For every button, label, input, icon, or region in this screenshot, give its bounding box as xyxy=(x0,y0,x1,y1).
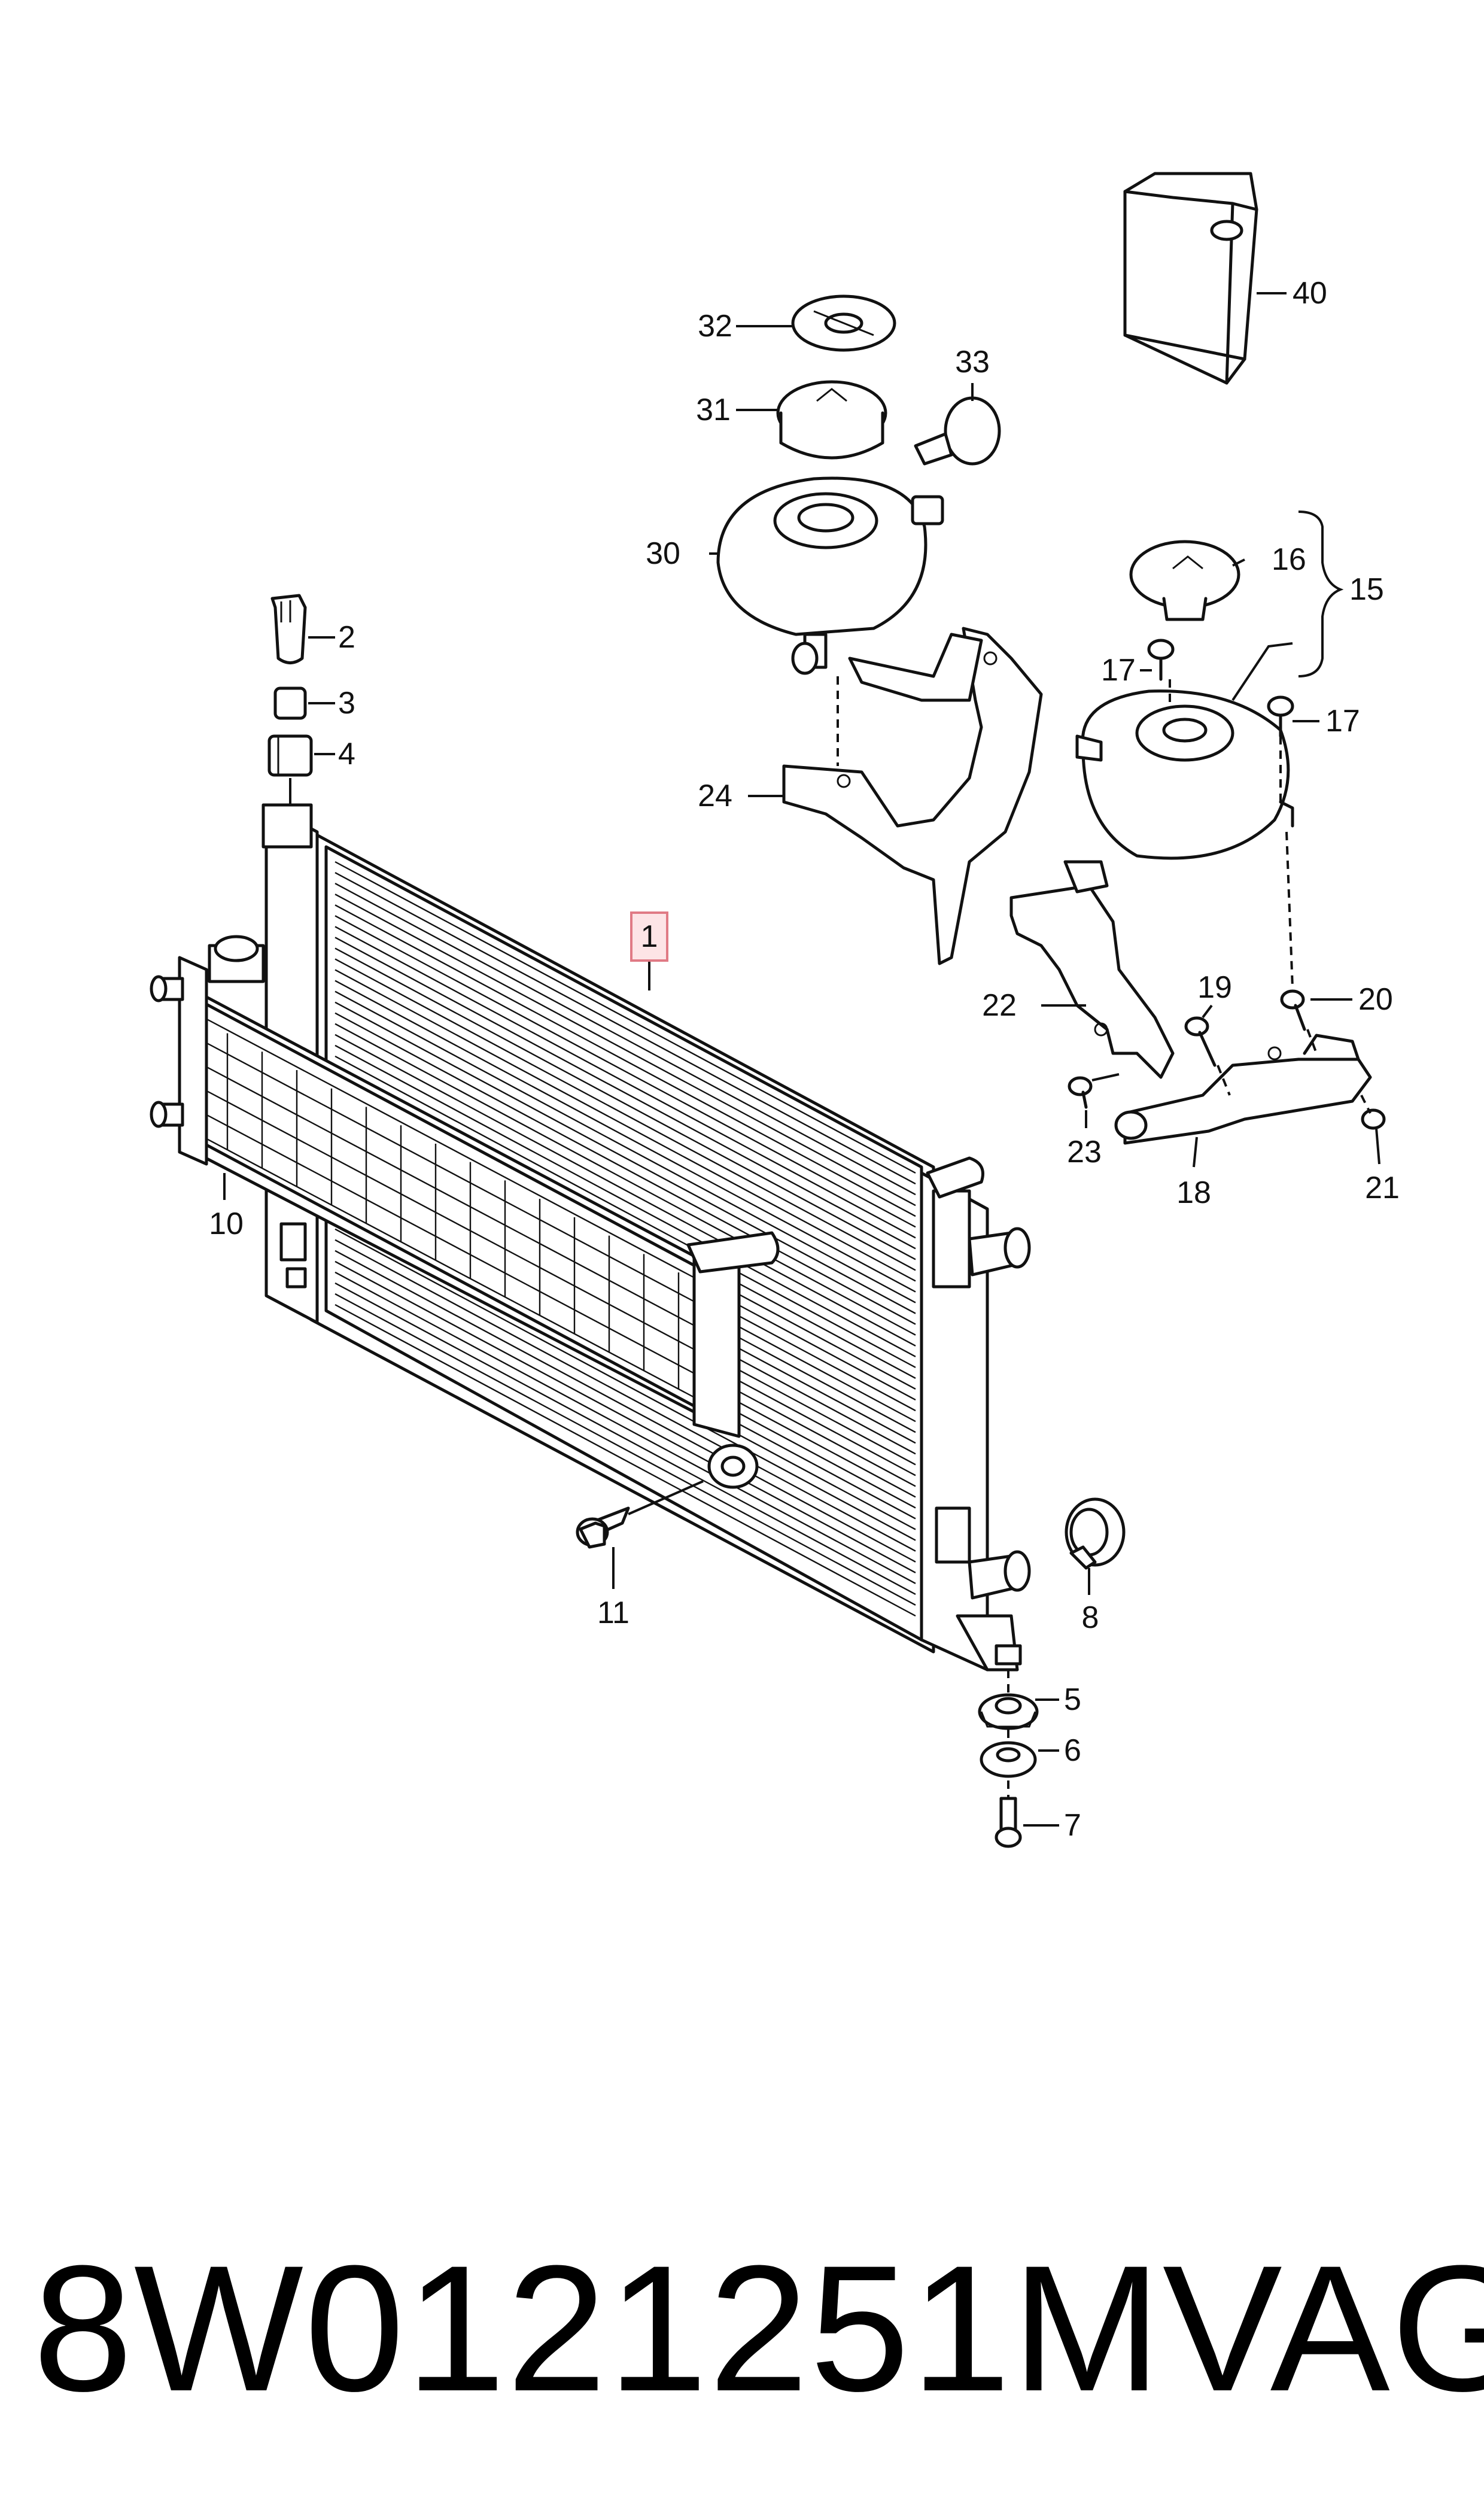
callout-15: 15 xyxy=(1349,572,1384,607)
bolt-part-20 xyxy=(1280,989,1318,1054)
radiator-fin-line xyxy=(334,1055,916,1368)
screw-part-17 xyxy=(1147,639,1175,706)
callout-4: 4 xyxy=(338,737,355,771)
callout-31: 31 xyxy=(696,393,731,427)
bracket-part-18 xyxy=(1114,1034,1372,1145)
callout-18: 18 xyxy=(1176,1175,1211,1210)
mount-part-5 xyxy=(978,1670,1039,1730)
callout-23: 23 xyxy=(1067,1135,1102,1169)
radiator-fin-line xyxy=(334,958,916,1271)
aux-fin-line xyxy=(203,1040,701,1306)
radiator-fin-line xyxy=(334,1001,916,1314)
callout-20: 20 xyxy=(1358,982,1393,1017)
radiator-fin-line xyxy=(334,861,916,1174)
radiator-fin-line xyxy=(334,980,916,1293)
callout-2: 2 xyxy=(338,620,355,655)
aux-radiator-part-10 xyxy=(150,935,780,1489)
aux-fin-line xyxy=(203,1016,701,1282)
radiator-fin-line xyxy=(334,969,916,1282)
callout-17-left: 17 xyxy=(1101,653,1136,688)
radiator-fin-line xyxy=(334,1034,916,1347)
brand-name: VAG xyxy=(1162,2228,1484,2429)
callout-3: 3 xyxy=(338,686,355,721)
aux-fin-line xyxy=(203,1136,701,1402)
radiator-fin-line xyxy=(334,1271,916,1584)
part-number: 8W0121251M xyxy=(33,2228,1163,2429)
radiator-fin-line xyxy=(334,1044,916,1357)
callout-30: 30 xyxy=(646,536,680,571)
bolt-part-7 xyxy=(995,1780,1022,1848)
radiator-fin-line xyxy=(334,871,916,1185)
radiator-fin-line xyxy=(334,990,916,1303)
radiator-fin-line xyxy=(334,937,916,1250)
bracket-part-24 xyxy=(782,627,1043,965)
bracket-part-22 xyxy=(1009,860,1175,1079)
cap-part-31 xyxy=(776,380,887,460)
aux-fin-line xyxy=(203,1112,701,1378)
radiator-fin-line xyxy=(334,904,916,1217)
radiator-fin-line xyxy=(334,1239,916,1552)
radiator-fin-line xyxy=(334,1023,916,1336)
bolt-part-21 xyxy=(1360,1095,1386,1130)
callout-1: 1 xyxy=(641,919,658,954)
radiator-fin-line xyxy=(334,926,916,1239)
strap-part-33 xyxy=(914,396,1001,466)
aux-fin-line xyxy=(203,1088,701,1354)
radiator-fin-line xyxy=(334,1260,916,1573)
radiator-fin-line xyxy=(334,947,916,1260)
radiator-fin-line xyxy=(334,1293,916,1606)
callout-16: 16 xyxy=(1272,542,1306,577)
bolt-part-19 xyxy=(1184,1016,1231,1096)
pin-part-2 xyxy=(270,594,307,664)
callout-24: 24 xyxy=(698,779,732,813)
radiator-fin-line xyxy=(334,1282,916,1595)
bolt-part-11 xyxy=(576,1480,704,1549)
grommet-part-6 xyxy=(980,1730,1037,1778)
mount-part-4 xyxy=(267,734,313,777)
callout-40: 40 xyxy=(1293,276,1327,311)
callout-17-right: 17 xyxy=(1325,704,1360,739)
callout-22: 22 xyxy=(982,988,1017,1023)
callout-6: 6 xyxy=(1064,1733,1081,1768)
radiator-fin-line xyxy=(334,1303,916,1617)
seal-part-32 xyxy=(791,294,896,352)
bolt-part-23 xyxy=(1068,1073,1120,1109)
screw-part-17b xyxy=(1267,695,1294,802)
callout-33: 33 xyxy=(955,345,990,379)
expansion-tank-part-15 xyxy=(1075,689,1294,860)
clamp-part-8 xyxy=(1065,1497,1126,1595)
callout-19: 19 xyxy=(1197,970,1232,1005)
callouts: 1 2 3 4 5 6 7 8 10 11 15 16 17 17 18 19 … xyxy=(209,276,1400,1843)
highlight-box-part-1 xyxy=(630,911,668,962)
aux-fin-line xyxy=(203,1064,701,1330)
radiator-fin-line xyxy=(334,915,916,1228)
radiator-fin-line xyxy=(334,1012,916,1325)
expansion-tank-part-30 xyxy=(716,476,944,675)
radiator-fin-line xyxy=(334,894,916,1207)
radiator-fin-line xyxy=(334,1250,916,1563)
caption: 8W0121251M VAG xyxy=(33,2214,1484,2442)
callout-7: 7 xyxy=(1064,1808,1081,1843)
callout-5: 5 xyxy=(1064,1682,1081,1717)
callout-32: 32 xyxy=(698,309,732,344)
leader-lines xyxy=(223,292,1380,1827)
callout-11: 11 xyxy=(597,1596,630,1630)
radiator-fin-line xyxy=(334,883,916,1196)
grommet-part-3 xyxy=(273,686,307,720)
callout-8: 8 xyxy=(1082,1600,1099,1635)
callout-10: 10 xyxy=(209,1207,244,1241)
cap-part-16 xyxy=(1129,540,1240,621)
canister-part-40 xyxy=(1123,172,1258,385)
radiator-fin-line xyxy=(334,1228,916,1541)
callout-21: 21 xyxy=(1365,1171,1400,1205)
